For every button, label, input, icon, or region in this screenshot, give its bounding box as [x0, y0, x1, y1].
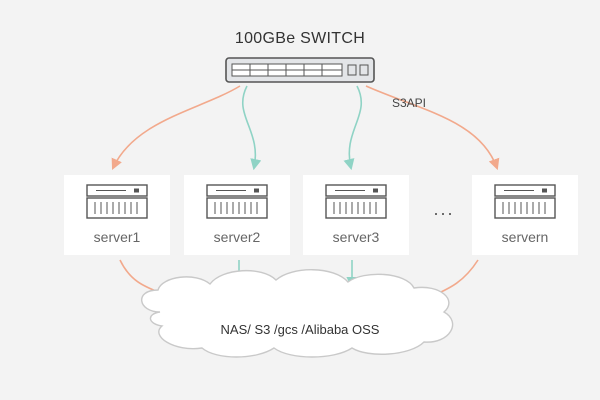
server-label: servern — [501, 229, 549, 245]
server-rack-icon — [494, 184, 556, 219]
server-label: server3 — [332, 229, 380, 245]
server-card-1: server1 — [64, 175, 170, 255]
arrow-switch-to-servern — [365, 85, 500, 171]
server-label: server2 — [213, 229, 261, 245]
server-card-n: servern — [472, 175, 578, 255]
switch-label: 100GBe SWITCH — [234, 30, 366, 47]
cloud-icon — [141, 269, 454, 358]
arrow-switch-to-server2 — [241, 85, 262, 171]
server-rack-icon — [206, 184, 268, 219]
protocol-label: S3API — [392, 96, 427, 110]
more-servers-ellipsis: ... — [433, 199, 455, 219]
arrow-switch-to-server1 — [111, 85, 241, 171]
server-card-3: server3 — [303, 175, 409, 255]
network-switch-icon — [225, 57, 375, 83]
server-rack-icon — [325, 184, 387, 219]
server-card-2: server2 — [184, 175, 290, 255]
server-rack-icon — [86, 184, 148, 219]
storage-label: NAS/ S3 /gcs /Alibaba OSS — [220, 322, 380, 337]
server-label: server1 — [93, 229, 141, 245]
arrow-switch-to-server3 — [343, 85, 363, 171]
